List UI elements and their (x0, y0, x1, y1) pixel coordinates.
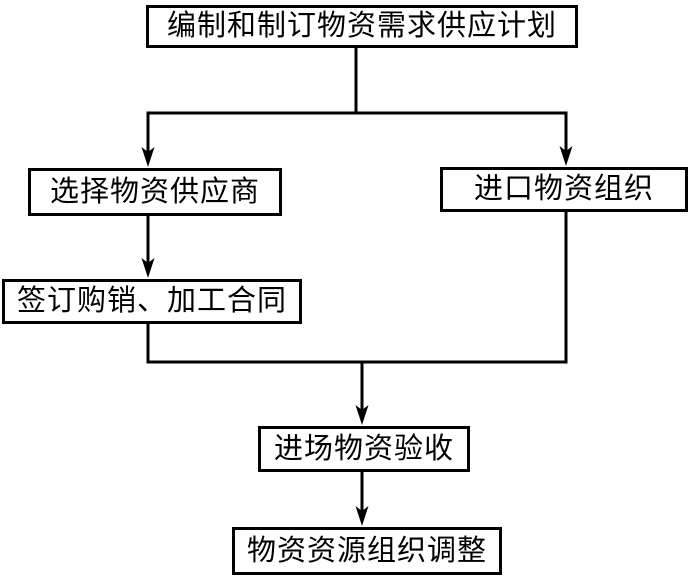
arrowhead-icon (141, 258, 155, 278)
node-plan: 编制和制订物资需求供应计划 (146, 5, 578, 48)
node-import-organization: 进口物资组织 (440, 167, 688, 212)
node-resource-adjustment-label: 物资资源组织调整 (246, 534, 487, 567)
node-sign-contract: 签订购销、加工合同 (2, 279, 302, 324)
node-sign-contract-label: 签订购销、加工合同 (16, 285, 287, 317)
node-resource-adjustment: 物资资源组织调整 (232, 527, 502, 575)
arrowhead-icon (559, 146, 573, 166)
node-select-supplier-label: 选择物资供应商 (49, 175, 260, 208)
node-site-acceptance-label: 进场物资验收 (273, 432, 454, 465)
arrowhead-icon (141, 147, 155, 167)
node-plan-label: 编制和制订物资需求供应计划 (166, 10, 557, 42)
node-site-acceptance: 进场物资验收 (258, 426, 470, 472)
arrowhead-icon (355, 506, 369, 526)
arrowhead-icon (355, 405, 369, 425)
node-import-organization-label: 进口物资组织 (473, 173, 654, 205)
node-select-supplier: 选择物资供应商 (28, 168, 282, 216)
